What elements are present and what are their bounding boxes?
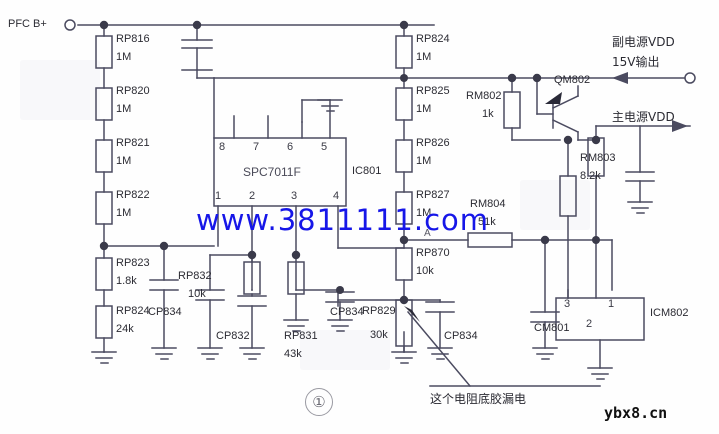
component-ref-rp824-lower: RP824 (116, 305, 150, 317)
component-value-rm803: 8.2k (580, 170, 601, 182)
component-value-rp824-right: 1M (416, 51, 432, 63)
scan-artifact (20, 60, 100, 120)
component-ref-cp834-mid: CP834 (330, 306, 364, 318)
ic-pin-3: 3 (291, 190, 298, 202)
component-ref-cp834-right: CP834 (444, 330, 478, 342)
component-ref-rp826: RP826 (416, 137, 450, 149)
component-ref-rp824-right: RP824 (416, 33, 450, 45)
component-ref-rp816: RP816 (116, 33, 150, 45)
annotation-text: 这个电阻底胶漏电 (430, 392, 527, 406)
watermark-corner: ybx8.cn (604, 404, 668, 422)
component-value-rp826: 1M (416, 155, 432, 167)
ic-pin-1: 1 (215, 190, 222, 202)
opto-ref-icm802: ICM802 (650, 307, 689, 319)
component-ref-rm802: RM802 (466, 90, 502, 102)
component-ref-rp831: RP831 (284, 330, 318, 342)
component-value-rp825: 1M (416, 103, 432, 115)
component-value-rp822: 1M (116, 207, 132, 219)
terminal-label-pfc-b-plus: PFC B+ (8, 18, 47, 30)
scan-artifact (300, 330, 390, 370)
component-value-rp831: 43k (284, 348, 302, 360)
component-ref-rp822: RP822 (116, 189, 150, 201)
component-value-rm802: 1k (482, 108, 494, 120)
opto-pin-2: 2 (586, 318, 593, 330)
figure-number: ① (305, 388, 333, 416)
watermark-center: www.3811111.com (196, 203, 490, 237)
ic-pin-2: 2 (249, 190, 256, 202)
component-value-rp870: 10k (416, 265, 434, 277)
component-ref-rp823: RP823 (116, 257, 150, 269)
component-value-rp824-lower: 24k (116, 323, 134, 335)
main-supply-label: 主电源VDD (612, 110, 675, 124)
component-ref-rp821: RP821 (116, 137, 150, 149)
component-value-rp829: 30k (370, 329, 388, 341)
node-label-a: A (424, 228, 431, 239)
component-ref-rp829: RP829 (362, 305, 396, 317)
component-ref-cp832: CP832 (216, 330, 250, 342)
component-value-rp821: 1M (116, 155, 132, 167)
component-value-rp832: 10k (188, 288, 206, 300)
component-ref-cm801: CM801 (534, 322, 570, 334)
component-ref-rp820: RP820 (116, 85, 150, 97)
ic-pin-6: 6 (287, 141, 294, 153)
ic-pin-7: 7 (253, 141, 260, 153)
aux-supply-label-line1: 副电源VDD (612, 35, 675, 49)
component-ref-rp832: RP832 (178, 270, 212, 282)
scan-artifact (520, 180, 590, 230)
component-ref-rp827: RP827 (416, 189, 450, 201)
component-value-rp816: 1M (116, 51, 132, 63)
component-ref-rp870: RP870 (416, 247, 450, 259)
ic-pin-5: 5 (321, 141, 328, 153)
ic-pin-8: 8 (219, 141, 226, 153)
ic-pin-4: 4 (333, 190, 340, 202)
component-ref-rp825: RP825 (416, 85, 450, 97)
opto-pin-1: 1 (608, 298, 615, 310)
component-value-rm804: 51k (478, 216, 496, 228)
component-ref-rm804: RM804 (470, 198, 506, 210)
opto-pin-3: 3 (564, 298, 571, 310)
component-ref-rm803: RM803 (580, 152, 616, 164)
transistor-ref-qm802: QM802 (554, 74, 591, 86)
component-value-rp820: 1M (116, 103, 132, 115)
component-ref-cp834-left: CP834 (148, 306, 182, 318)
component-value-rp827: 1M (416, 207, 432, 219)
aux-supply-label-line2: 15V输出 (612, 55, 660, 69)
ic-ref-ic801: IC801 (352, 165, 382, 177)
ic-part-number-spc7011f: SPC7011F (243, 165, 301, 179)
component-value-rp823: 1.8k (116, 275, 137, 287)
